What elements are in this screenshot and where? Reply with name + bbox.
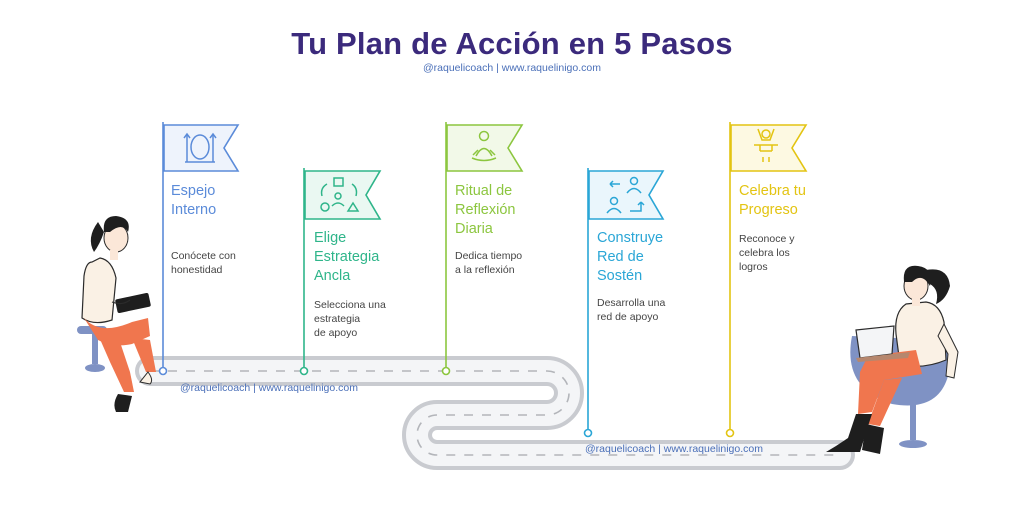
page-title: Tu Plan de Acción en 5 Pasos (291, 26, 733, 61)
meditation-icon (471, 130, 497, 162)
step-5-description: Reconoce y celebra los logros (739, 233, 795, 273)
step-5-title: Celebra tu Progreso (739, 183, 806, 218)
step-3-description: Dedica tiempo a la reflexión (455, 250, 523, 276)
step-1-description: Conócete con honestidad (171, 250, 236, 276)
celebration-icon (754, 128, 778, 162)
step-3-title: Ritual de Reflexión Diaria (455, 183, 516, 237)
flag-4 (583, 168, 665, 438)
step-1-title: Espejo Interno (171, 183, 217, 218)
step-2-title: Elige Estrategia Ancla (314, 230, 380, 284)
flag-1 (158, 122, 240, 376)
credit-road-left: @raquelicoach | www.raquelinigo.com (180, 382, 358, 394)
woman-laptop-illustration (826, 265, 959, 454)
step-4-title: Construye Red de Sostén (597, 230, 664, 284)
mirror-icon (183, 132, 217, 163)
winding-road (135, 356, 855, 470)
strategy-icon (320, 177, 360, 212)
step-2-description: Selecciona una estrategia de apoyo (314, 299, 386, 339)
support-network-icon (606, 176, 645, 214)
flag-2 (299, 168, 382, 376)
woman-reading-illustration (77, 216, 156, 412)
credit-top: @raquelicoach | www.raquelinigo.com (423, 62, 601, 74)
flag-5 (725, 122, 808, 438)
credit-road-right: @raquelicoach | www.raquelinigo.com (585, 443, 763, 455)
step-4-description: Desarrolla una red de apoyo (597, 297, 666, 323)
